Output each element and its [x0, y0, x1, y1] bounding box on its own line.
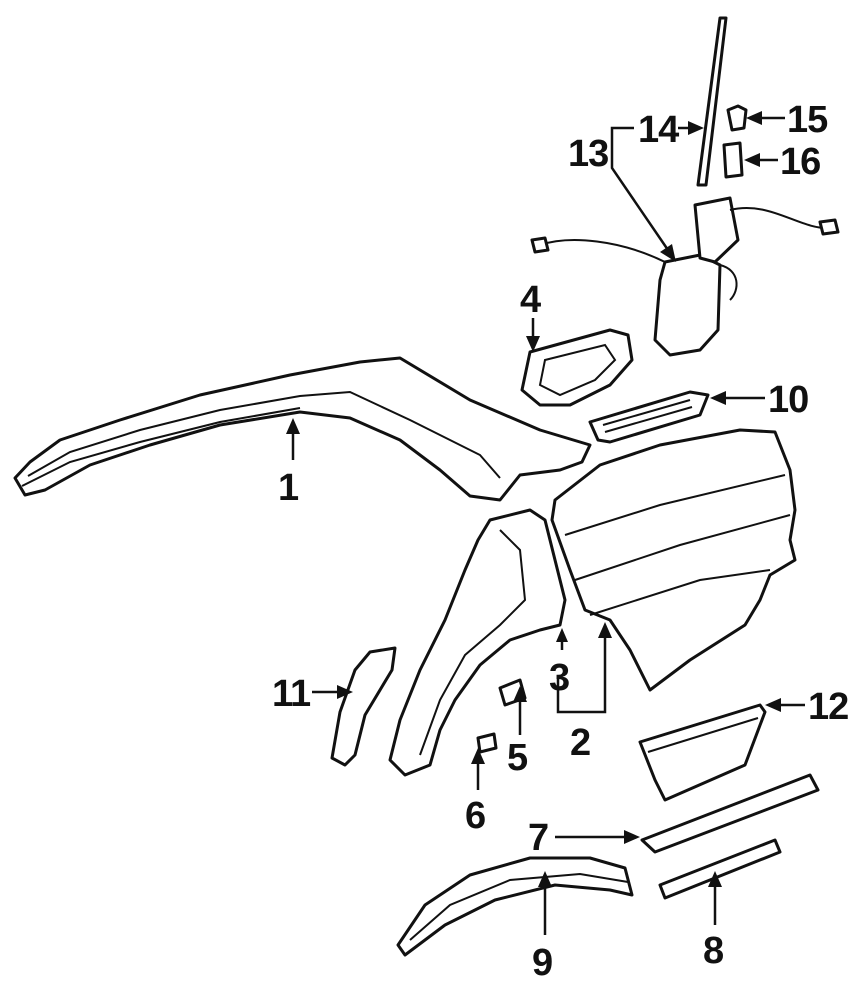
- callout-5: 5: [507, 737, 528, 779]
- callout-6: 6: [465, 795, 485, 837]
- part-roof-rail: [13, 356, 592, 502]
- callout-4: 4: [520, 279, 541, 321]
- callout-1: 1: [278, 467, 299, 509]
- part-inner-wheelhouse: [388, 508, 567, 777]
- part-8-molding: [658, 838, 782, 900]
- part-7-molding: [640, 773, 820, 854]
- callout-labels: 1 2 3 4 5 6 7 8 9 10 11 12 13 14 15 16: [272, 99, 849, 984]
- callout-12: 12: [808, 686, 848, 728]
- part-12-molding: [638, 703, 767, 802]
- callout-13: 13: [568, 133, 608, 175]
- leader-lines: [286, 111, 805, 935]
- part-quarter-panel: [550, 428, 797, 692]
- part-14-antenna-mast: [696, 16, 728, 187]
- callout-11: 11: [272, 673, 311, 715]
- callout-8: 8: [703, 930, 723, 972]
- part-9-flare: [396, 856, 634, 957]
- callout-7: 7: [528, 817, 548, 859]
- callout-15: 15: [787, 99, 828, 141]
- part-16-nut: [722, 141, 744, 179]
- callout-9: 9: [532, 942, 552, 984]
- part-10-scuff-plate: [588, 390, 710, 444]
- part-13-antenna-motor: [530, 196, 840, 357]
- part-6-clip: [476, 732, 498, 754]
- part-11-pillar-trim: [330, 646, 397, 767]
- callout-14: 14: [638, 109, 679, 151]
- callout-2: 2: [570, 722, 590, 764]
- callout-16: 16: [780, 141, 820, 183]
- part-15-cap: [726, 104, 748, 132]
- callout-10: 10: [768, 379, 808, 421]
- part-fuel-door-housing: [520, 328, 634, 407]
- callout-3: 3: [549, 657, 569, 699]
